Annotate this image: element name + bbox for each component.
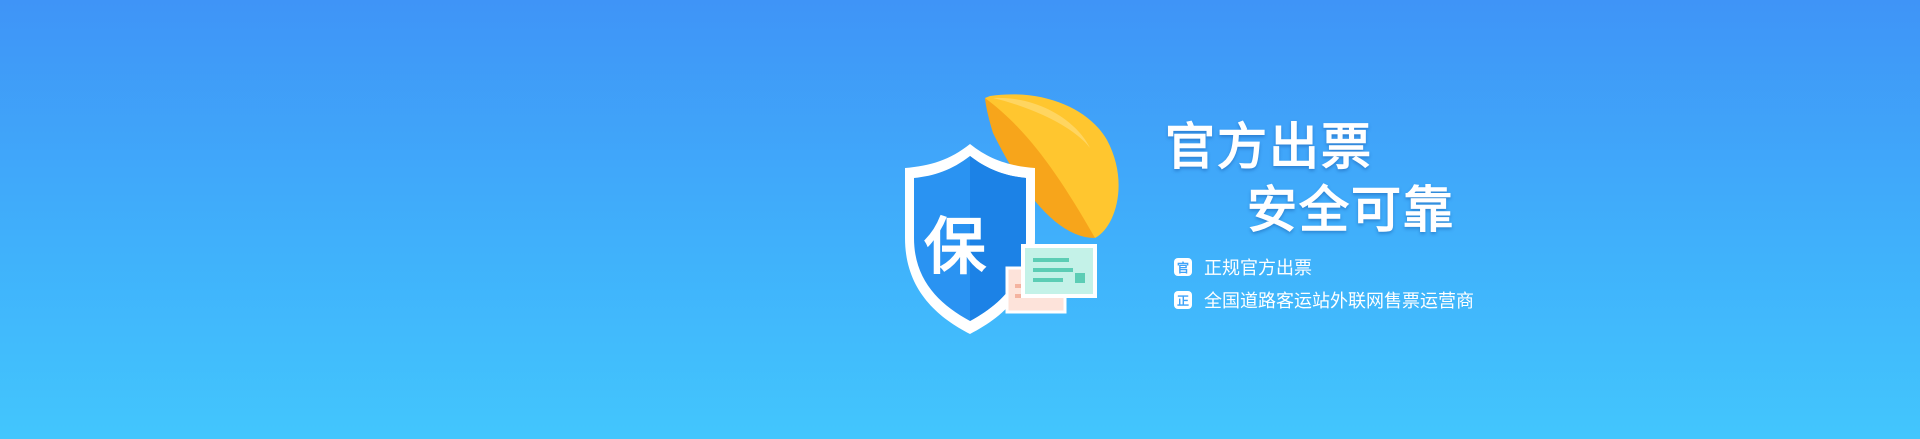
feature-text: 正规官方出票 [1204,258,1312,279]
certified-badge-icon: 正 [1174,291,1192,309]
headline-secondary: 安全可靠 [1247,181,1455,239]
official-badge-icon: 官 [1174,258,1192,276]
feature-text: 全国道路客运站外联网售票运营商 [1204,291,1474,312]
ticket-icon [1005,244,1097,314]
shield-icon: 保 [905,144,1035,334]
shield-character: 保 [924,210,987,283]
feature-list: 官 正规官方出票 正 全国道路客运站外联网售票运营商 [1174,254,1474,320]
feature-item: 官 正规官方出票 [1174,254,1474,280]
feature-item: 正 全国道路客运站外联网售票运营商 [1174,287,1474,313]
headline-primary: 官方出票 [1165,118,1373,176]
insurance-illustration: 保 [905,94,1119,334]
